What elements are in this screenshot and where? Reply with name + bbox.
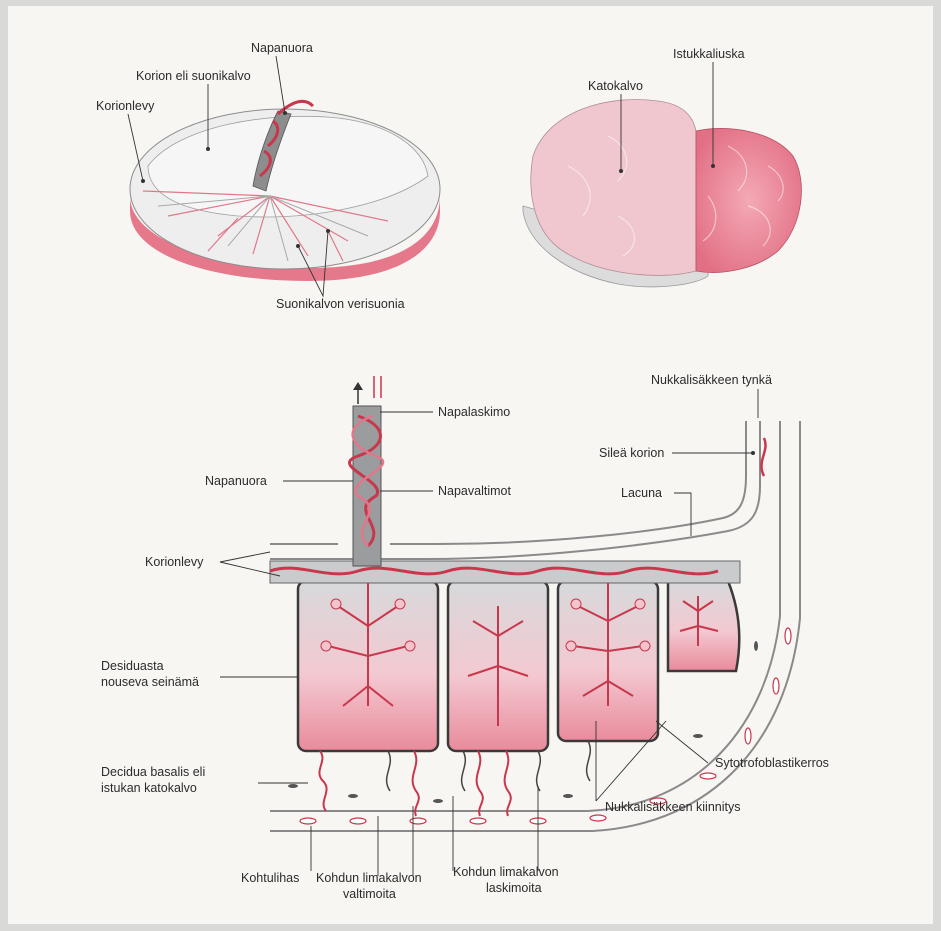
- label-desiduasta-1: Desiduasta: [101, 659, 164, 673]
- label-nukkalisakkeen-kiinnitys: Nukkalisäkkeen kiinnitys: [605, 800, 740, 814]
- label-napanuora-top: Napanuora: [251, 41, 313, 55]
- label-valtimoita-2: valtimoita: [343, 887, 396, 901]
- label-istukkaliuska: Istukkaliuska: [673, 47, 745, 61]
- label-lacuna: Lacuna: [621, 486, 662, 500]
- diagram-page: Napanuora Korion eli suonikalvo Korionle…: [8, 6, 933, 924]
- label-korionlevy-top: Korionlevy: [96, 99, 155, 113]
- label-valtimoita-1: Kohdun limakalvon: [316, 871, 422, 885]
- placenta-diagram: Napanuora Korion eli suonikalvo Korionle…: [8, 6, 933, 924]
- label-napanuora-bottom: Napanuora: [205, 474, 267, 488]
- label-kohtulihas: Kohtulihas: [241, 871, 299, 885]
- label-sytotrofoblastikerros: Sytotrofoblastikerros: [715, 756, 829, 770]
- label-napavaltimot: Napavaltimot: [438, 484, 511, 498]
- label-nukkalisakkeen-tynka: Nukkalisäkkeen tynkä: [651, 373, 772, 387]
- label-korion: Korion eli suonikalvo: [136, 69, 251, 83]
- label-korionlevy-bottom: Korionlevy: [145, 555, 204, 569]
- placenta-maternal-side: [523, 99, 801, 286]
- label-verisuonia: Suonikalvon verisuonia: [276, 297, 405, 311]
- label-silea-korion: Sileä korion: [599, 446, 664, 460]
- label-laskimoita-2: laskimoita: [486, 881, 542, 895]
- label-laskimoita-1: Kohdun limakalvon: [453, 865, 559, 879]
- label-desiduasta-2: nouseva seinämä: [101, 675, 199, 689]
- label-katokalvo: Katokalvo: [588, 79, 643, 93]
- label-decidua-2: istukan katokalvo: [101, 781, 197, 795]
- label-decidua-1: Decidua basalis eli: [101, 765, 205, 779]
- placenta-fetal-side: [130, 101, 440, 281]
- label-napalaskimo: Napalaskimo: [438, 405, 510, 419]
